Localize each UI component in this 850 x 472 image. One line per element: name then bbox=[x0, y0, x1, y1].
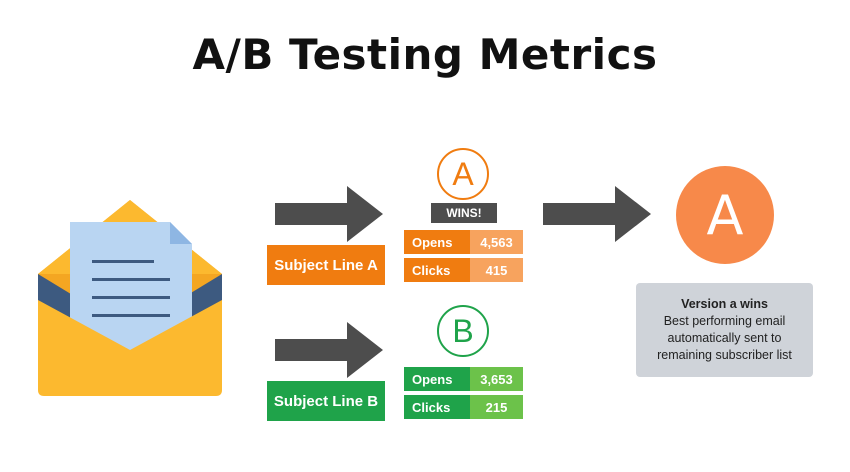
arrow-right-icon bbox=[543, 186, 651, 242]
envelope-letter-icon bbox=[38, 200, 222, 396]
metrics-a: Opens 4,563 Clicks 415 bbox=[404, 230, 523, 282]
arrow-right-icon bbox=[275, 186, 383, 242]
subject-line-a: Subject Line A bbox=[267, 245, 385, 285]
subject-line-b: Subject Line B bbox=[267, 381, 385, 421]
arrow-right-icon bbox=[275, 322, 383, 378]
version-a-badge: A bbox=[437, 148, 489, 200]
metric-value: 415 bbox=[470, 258, 523, 282]
version-b-badge: B bbox=[437, 305, 489, 357]
metric-label: Clicks bbox=[404, 258, 470, 282]
result-line: Best performing email bbox=[663, 314, 786, 328]
winner-circle: A bbox=[676, 166, 774, 264]
result-line: automatically sent to bbox=[667, 331, 782, 345]
metric-row-clicks-a: Clicks 415 bbox=[404, 258, 523, 282]
metric-row-clicks-b: Clicks 215 bbox=[404, 395, 523, 419]
result-line: remaining subscriber list bbox=[657, 348, 792, 362]
wins-badge: WINS! bbox=[431, 203, 497, 223]
metric-row-opens-a: Opens 4,563 bbox=[404, 230, 523, 254]
metric-value: 215 bbox=[470, 395, 523, 419]
metrics-b: Opens 3,653 Clicks 215 bbox=[404, 367, 523, 419]
metric-label: Opens bbox=[404, 230, 470, 254]
metric-value: 3,653 bbox=[470, 367, 523, 391]
metric-value: 4,563 bbox=[470, 230, 523, 254]
result-heading: Version a wins bbox=[681, 297, 768, 311]
metric-row-opens-b: Opens 3,653 bbox=[404, 367, 523, 391]
metric-label: Opens bbox=[404, 367, 470, 391]
page-title: A/B Testing Metrics bbox=[192, 30, 658, 79]
result-box: Version a wins Best performing email aut… bbox=[636, 283, 813, 377]
metric-label: Clicks bbox=[404, 395, 470, 419]
